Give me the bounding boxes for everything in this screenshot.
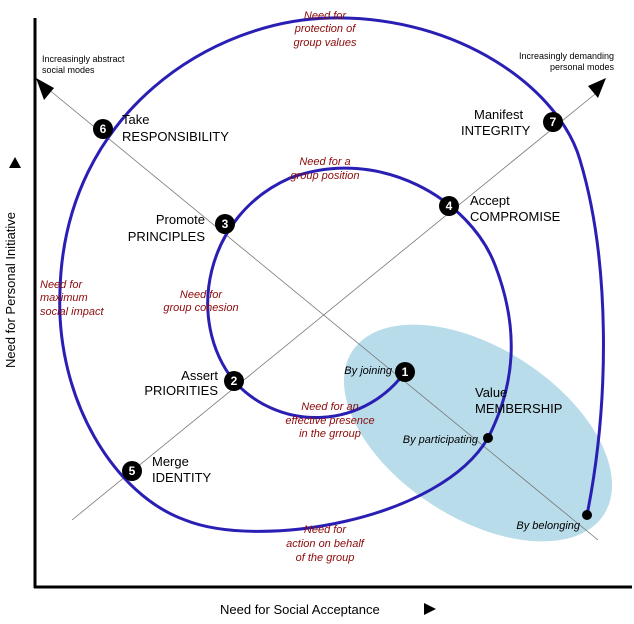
need-action-line1: Need for <box>304 524 348 536</box>
node-7-label-line2: INTEGRITY <box>461 123 531 138</box>
node-5-label-line2: IDENTITY <box>152 470 212 485</box>
node-2: 2 <box>224 371 244 391</box>
node-6: 6 <box>93 119 113 139</box>
arrowhead-abstract-icon <box>36 78 54 100</box>
y-axis-label: Need for Personal Initiative <box>3 212 18 368</box>
abstract-modes-line1: Increasingly abstract <box>42 54 125 64</box>
need-impact-line2: maximum <box>40 292 88 304</box>
node-5: 5 <box>122 461 142 481</box>
node-7-label-line1: Manifest <box>474 107 524 122</box>
need-action-line3: of the group <box>296 552 355 564</box>
node-2-label-line1: Assert <box>181 368 218 383</box>
svg-text:3: 3 <box>222 217 229 231</box>
need-impact-line3: social impact <box>40 306 105 318</box>
need-protection-line1: Need for <box>304 10 348 22</box>
need-cohesion-line1: Need for <box>180 289 224 301</box>
svg-text:5: 5 <box>129 464 136 478</box>
node-1-label-line1: Value <box>475 385 507 400</box>
by-joining-label: By joining <box>344 365 393 377</box>
by-participating-label: By participating <box>403 434 479 446</box>
x-axis-arrow-icon <box>424 603 436 615</box>
arrowhead-demanding-icon <box>588 78 606 98</box>
growth-spiral <box>58 16 605 533</box>
need-action-line2: action on behalf <box>286 538 365 550</box>
svg-text:4: 4 <box>446 199 453 213</box>
node-3: 3 <box>215 214 235 234</box>
demanding-modes-line1: Increasingly demanding <box>519 51 614 61</box>
need-presence-line1: Need for an <box>301 401 358 413</box>
belonging-dot <box>582 510 592 520</box>
abstract-modes-line2: social modes <box>42 65 95 75</box>
diagonal-abstract-line <box>41 83 599 541</box>
need-position-line2: group position <box>290 170 359 182</box>
need-impact-line1: Need for <box>40 279 84 291</box>
svg-text:6: 6 <box>100 122 107 136</box>
node-3-label-line2: PRINCIPLES <box>128 229 206 244</box>
need-cohesion-line2: group cohesion <box>163 302 238 314</box>
node-1: 1 <box>395 362 415 382</box>
node-7: 7 <box>543 112 563 132</box>
svg-text:7: 7 <box>550 115 557 129</box>
node-6-label-line2: RESPONSIBILITY <box>122 129 229 144</box>
node-5-label-line1: Merge <box>152 454 189 469</box>
node-4-label-line1: Accept <box>470 193 510 208</box>
node-6-label-line1: Take <box>122 112 149 127</box>
demanding-modes-line2: personal modes <box>550 62 615 72</box>
participating-dot <box>483 433 493 443</box>
need-protection-line2: protection of <box>294 23 356 35</box>
svg-text:2: 2 <box>231 374 238 388</box>
y-axis-arrow-icon <box>9 157 21 168</box>
need-protection-line3: group values <box>294 37 357 49</box>
node-2-label-line2: PRIORITIES <box>144 383 218 398</box>
node-4-label-line2: COMPROMISE <box>470 209 561 224</box>
node-4: 4 <box>439 196 459 216</box>
by-belonging-label: By belonging <box>516 520 580 532</box>
x-axis-label: Need for Social Acceptance <box>220 602 380 617</box>
need-presence-line2: effective presence <box>285 415 374 427</box>
node-1-label-line2: MEMBERSHIP <box>475 401 562 416</box>
node-3-label-line1: Promote <box>156 212 205 227</box>
need-position-line1: Need for a <box>299 156 350 168</box>
diagonal-demanding-line <box>71 89 601 521</box>
svg-text:1: 1 <box>402 365 409 379</box>
need-presence-line3: in the grroup <box>299 428 361 440</box>
